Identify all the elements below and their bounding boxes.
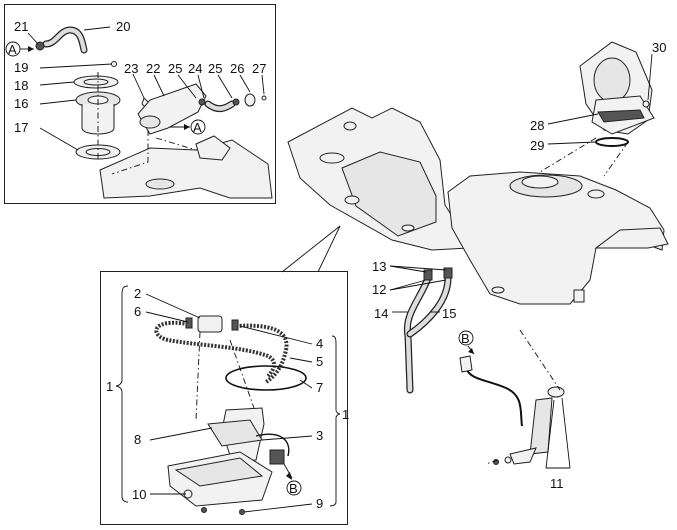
callout-6: 6 (134, 304, 141, 319)
callout-14: 14 (374, 306, 388, 321)
callout-27: 27 (252, 61, 266, 76)
callout-18: 18 (14, 78, 28, 93)
callout-19: 19 (14, 60, 28, 75)
callout-10: 10 (132, 487, 146, 502)
callout-2: 2 (134, 286, 141, 301)
callout-8: 8 (134, 432, 141, 447)
callout-1-right: 1 (342, 407, 349, 422)
reference-marker-b (458, 330, 474, 346)
callout-22: 22 (146, 61, 160, 76)
fuel-tank-body (287, 107, 669, 305)
callout-25b: 25 (208, 61, 222, 76)
callout-7: 7 (316, 380, 323, 395)
callout-3: 3 (316, 428, 323, 443)
callout-25a: 25 (168, 61, 182, 76)
fuel-lines (403, 267, 453, 394)
fuel-cap-assembly (579, 41, 655, 135)
filler-neck-parts (35, 26, 267, 160)
callout-13: 13 (372, 259, 386, 274)
reference-label-b-1: B (461, 331, 470, 346)
reference-label-a-2: A (193, 120, 202, 135)
callout-15: 15 (442, 306, 456, 321)
callout-12: 12 (372, 282, 386, 297)
callout-29: 29 (530, 138, 544, 153)
callout-16: 16 (14, 96, 28, 111)
frame-outline-top-inset (99, 135, 273, 199)
reference-label-a-1: A (8, 42, 17, 57)
callout-17: 17 (14, 120, 28, 135)
reference-marker-a-2 (190, 119, 206, 135)
callout-26: 26 (230, 61, 244, 76)
drain-hose-assembly (459, 355, 565, 465)
callout-4: 4 (316, 336, 323, 351)
reference-label-b-2: B (289, 481, 298, 496)
callout-11: 11 (550, 476, 564, 491)
callout-21: 21 (14, 19, 28, 34)
callout-28: 28 (530, 118, 544, 133)
fuel-pump-parts (154, 315, 307, 515)
callout-9: 9 (316, 496, 323, 511)
callout-23: 23 (124, 61, 138, 76)
fuel-cap-gasket (595, 137, 629, 147)
callout-30: 30 (652, 40, 666, 55)
callout-1-left: 1 (106, 379, 113, 394)
callout-20: 20 (116, 19, 130, 34)
callout-5: 5 (316, 354, 323, 369)
callout-24: 24 (188, 61, 202, 76)
reference-marker-b-2 (286, 480, 302, 496)
